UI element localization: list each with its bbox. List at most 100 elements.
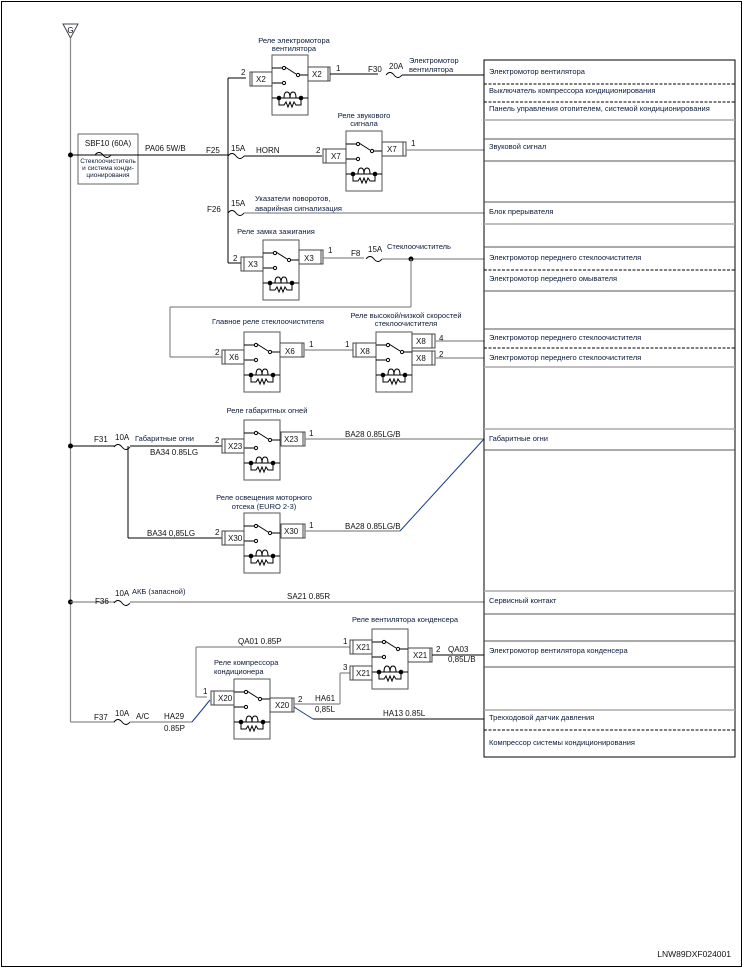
svg-text:2: 2 (436, 645, 441, 654)
load-item: Звуковой сигнал (489, 142, 546, 151)
svg-text:1: 1 (309, 521, 314, 530)
wire-ba28-a: BA28 0.85LG/B (345, 430, 401, 439)
svg-text:3: 3 (343, 663, 348, 672)
svg-text:F37: F37 (94, 713, 108, 722)
svg-text:Реле звукового: Реле звукового (338, 111, 391, 120)
svg-text:ционирования: ционирования (86, 172, 130, 179)
svg-text:HA29: HA29 (164, 712, 185, 721)
svg-text:X8: X8 (416, 337, 426, 346)
svg-text:X3: X3 (304, 254, 314, 263)
load-item: Габаритные огни (489, 434, 548, 443)
wire-ha13: HA13 0.85L (383, 709, 426, 718)
relay-compressor: Реле компрессора кондиционера X20 X20 (210, 658, 295, 740)
svg-text:F25: F25 (206, 146, 220, 155)
relay-engine-light: Реле освещения моторного отсека (EURO 2-… (216, 493, 312, 574)
svg-text:1: 1 (345, 340, 350, 349)
svg-text:10A: 10A (115, 589, 130, 598)
svg-text:A/C: A/C (136, 712, 150, 721)
relay-wiper-main: Главное реле стеклоочистителя X6 X6 (212, 317, 324, 393)
svg-text:X6: X6 (285, 347, 295, 356)
load-item: Компрессор системы кондиционирования (489, 738, 635, 747)
load-item: Электромотор переднего стеклоочистителя (489, 333, 641, 342)
svg-text:4: 4 (439, 334, 444, 343)
svg-text:F26: F26 (207, 205, 221, 214)
relay-fan: Реле электромотора вентилятора X2 X2 (249, 36, 331, 116)
svg-text:X7: X7 (331, 152, 341, 161)
main-fuse-sbf10: SBF10 (60A) Стеклоочиститель и система к… (77, 133, 139, 185)
load-item: Электромотор переднего омывателя (489, 274, 617, 283)
svg-text:аварийная сигнализация: аварийная сигнализация (255, 204, 342, 213)
svg-text:2: 2 (298, 695, 303, 704)
svg-text:1: 1 (336, 64, 341, 73)
relay-parking-lights: Реле габаритных огней X23 X23 (221, 406, 308, 481)
svg-text:HORN: HORN (256, 146, 280, 155)
svg-text:Реле компрессора: Реле компрессора (214, 658, 279, 667)
load-item: Блок прерывателя (489, 207, 553, 216)
svg-text:вентилятора: вентилятора (409, 65, 454, 74)
svg-text:1: 1 (309, 340, 314, 349)
svg-text:АКБ (запасной): АКБ (запасной) (132, 587, 186, 596)
main-fuse-id: SBF10 (60A) (85, 139, 132, 148)
svg-text:X20: X20 (275, 701, 290, 710)
relay-horn: Реле звукового сигнала X7 X7 (322, 111, 407, 192)
wire-ba28-b: BA28 0.85LG/B (345, 522, 401, 531)
svg-text:Стеклоочиститель: Стеклоочиститель (80, 158, 136, 165)
wire-qa01: QA01 0.85P (238, 637, 282, 646)
svg-text:Реле электромотора: Реле электромотора (258, 36, 330, 45)
load-item: Сервисный контакт (489, 596, 557, 605)
svg-text:X30: X30 (284, 527, 299, 536)
svg-text:15A: 15A (231, 199, 246, 208)
svg-text:15A: 15A (368, 245, 383, 254)
fuse-f30 (385, 72, 403, 78)
svg-text:X2: X2 (256, 75, 266, 84)
svg-text:кондиционера: кондиционера (214, 667, 264, 676)
fuse-f8 (365, 256, 383, 262)
load-item: Электромотор вентилятора (489, 67, 586, 76)
svg-text:X23: X23 (228, 442, 243, 451)
ground-label: G (67, 26, 73, 35)
svg-text:2: 2 (241, 68, 246, 77)
svg-text:и система конди-: и система конди- (82, 165, 134, 172)
figure-id: LNW89DXF024001 (657, 949, 731, 959)
svg-text:Реле габаритных огней: Реле габаритных огней (227, 406, 308, 415)
svg-text:F36: F36 (95, 597, 109, 606)
wire-ba34-a: BA34 0.85LG (150, 448, 198, 457)
svg-text:X21: X21 (356, 669, 371, 678)
svg-text:2: 2 (215, 348, 220, 357)
svg-text:2: 2 (233, 254, 238, 263)
svg-text:F31: F31 (94, 435, 108, 444)
svg-text:Реле вентилятора конденсера: Реле вентилятора конденсера (352, 615, 459, 624)
load-item: Электромотор вентилятора конденсера (489, 646, 628, 655)
svg-text:X6: X6 (229, 353, 239, 362)
svg-text:2: 2 (215, 436, 220, 445)
wire-ba34-b: BA34 0,85LG (147, 529, 195, 538)
svg-text:X21: X21 (356, 643, 371, 652)
fuse-f37 (113, 719, 131, 725)
svg-text:QA03: QA03 (448, 645, 469, 654)
fuse-f26 (227, 210, 245, 216)
svg-text:Реле освещения моторного: Реле освещения моторного (216, 493, 312, 502)
load-item: Панель управления отопителем, системой к… (489, 104, 710, 113)
load-item: Электромотор переднего стеклоочистителя (489, 353, 641, 362)
svg-text:Габаритные огни: Габаритные огни (135, 434, 194, 443)
svg-text:Электромотор: Электромотор (409, 56, 459, 65)
svg-text:X2: X2 (312, 70, 322, 79)
svg-text:0,85L/B: 0,85L/B (448, 655, 476, 664)
svg-text:X23: X23 (284, 435, 299, 444)
svg-text:Главное реле стеклоочистителя: Главное реле стеклоочистителя (212, 317, 324, 326)
svg-text:2: 2 (215, 528, 220, 537)
svg-text:1: 1 (411, 139, 416, 148)
svg-text:10A: 10A (115, 433, 130, 442)
svg-text:вентилятора: вентилятора (272, 44, 317, 53)
load-item: Электромотор переднего стеклоочистителя (489, 253, 641, 262)
svg-text:X30: X30 (228, 534, 243, 543)
svg-text:X3: X3 (248, 260, 258, 269)
load-panel: Электромотор вентилятора Выключатель ком… (483, 59, 736, 758)
svg-text:10A: 10A (115, 709, 130, 718)
svg-text:20A: 20A (389, 62, 404, 71)
load-item: Выключатель компрессора кондиционировани… (489, 86, 655, 95)
svg-text:2: 2 (439, 350, 444, 359)
svg-text:1: 1 (203, 687, 208, 696)
